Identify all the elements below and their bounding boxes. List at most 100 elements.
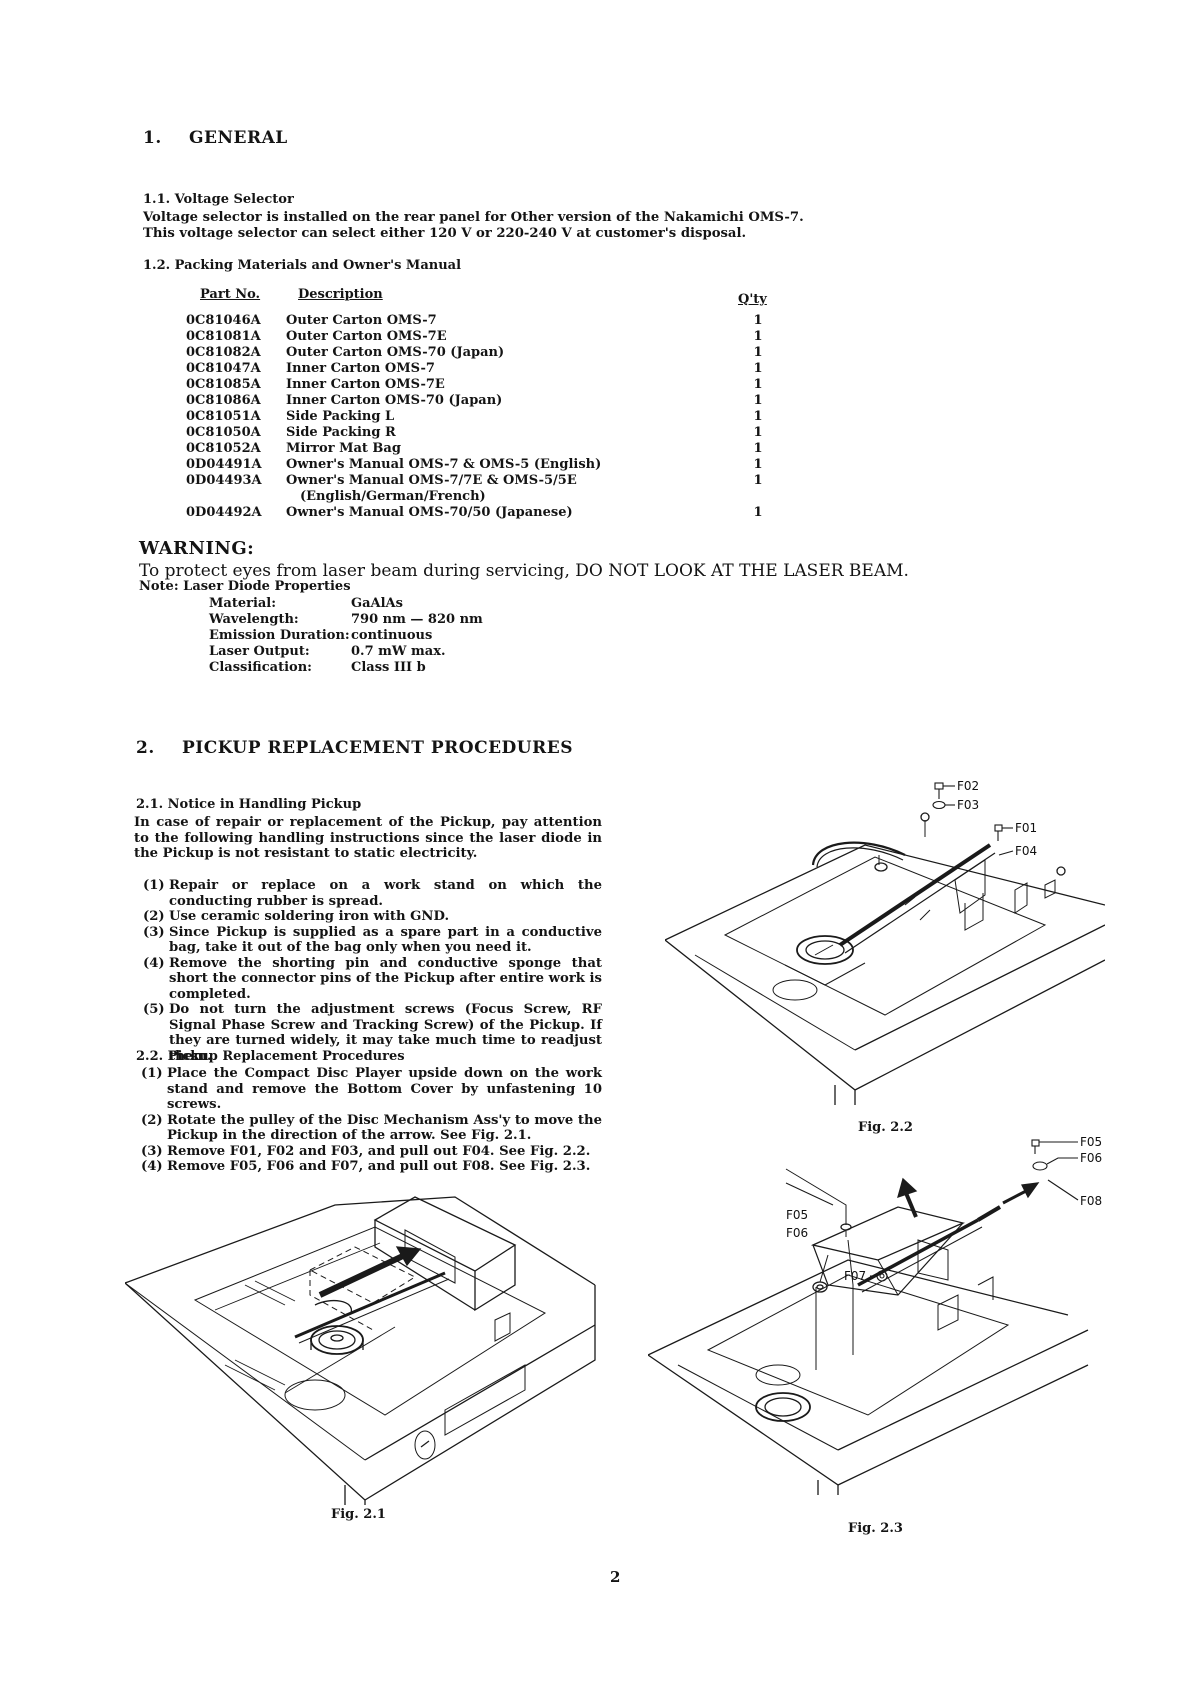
item-number: (1) (141, 1066, 163, 1081)
property-key: Classification: (209, 659, 312, 675)
qty-cell: 1 (753, 313, 763, 328)
item-number: (2) (143, 909, 165, 924)
qty-cell: 1 (753, 505, 763, 520)
laser-property-row: Laser Output:0.7 mW max. (209, 643, 483, 659)
list-item: (1) Place the Compact Disc Player upside … (141, 1066, 602, 1113)
part-no-cell: 0D04493A (186, 473, 262, 488)
item-text: Remove F01, F02 and F03, and pull out F0… (167, 1143, 591, 1159)
voltage-selector-text: Voltage selector is installed on the rea… (143, 210, 963, 241)
part-no-cell: 0C81081A (186, 329, 261, 344)
list-item: (2) Use ceramic soldering iron with GND. (143, 909, 602, 925)
notice-list: (1)Repair or replace on a work stand on … (143, 878, 602, 1064)
property-key: Material: (209, 595, 277, 611)
voltage-line-1: Voltage selector is installed on the rea… (143, 210, 804, 225)
label-f02: F02 (957, 779, 979, 793)
note-label: Note: (139, 579, 179, 594)
label-f03: F03 (957, 798, 979, 812)
laser-note: Note: Laser Diode Properties (139, 579, 351, 594)
laser-property-row: Material:GaAlAs (209, 595, 483, 611)
notice-intro: In case of repair or replacement of the … (134, 815, 602, 861)
list-item: (4)Remove the shorting pin and conductiv… (143, 956, 602, 1003)
warning-text: To protect eyes from laser beam during s… (139, 561, 909, 581)
figure-2-2: F02 F03 F01 F04 Fig. 2.2 (665, 779, 1105, 1135)
item-number: (2) (141, 1112, 163, 1128)
description-cell: Outer Carton OMS-70 (Japan) (286, 345, 505, 360)
label-f04: F04 (1015, 844, 1037, 858)
fig-2-3-labels: F05 F06 F08 F05 F06 F07 (786, 1135, 1102, 1283)
col-qty: Q'ty (738, 292, 767, 307)
laser-property-row: Emission Duration:continuous (209, 627, 483, 643)
item-text: Since Pickup is supplied as a spare part… (169, 924, 602, 956)
qty-cell: 1 (753, 393, 763, 408)
qty-cell: 1 (753, 409, 763, 424)
qty-cell: 1 (753, 361, 763, 376)
label-f05-left: F05 (786, 1208, 808, 1222)
col-part-no: Part No. (200, 287, 261, 302)
qty-cell: 1 (753, 457, 763, 472)
description-cell: Owner's Manual OMS-70/50 (Japanese) (286, 505, 573, 520)
property-key: Emission Duration: (209, 627, 350, 643)
item-number: (4) (141, 1159, 163, 1174)
item-number: (3) (143, 924, 165, 940)
laser-property-row: Wavelength:790 nm — 820 nm (209, 611, 483, 627)
part-no-cell: 0D04491A (186, 457, 262, 472)
part-no-cell: 0D04492A (186, 505, 262, 520)
item-text: Rotate the pulley of the Disc Mechanism … (167, 1112, 602, 1144)
qty-cell: 1 (753, 329, 763, 344)
caption-fig-2-2: Fig. 2.2 (858, 1120, 913, 1135)
property-value: continuous (351, 627, 433, 643)
list-item: (3)Since Pickup is supplied as a spare p… (143, 925, 602, 956)
item-number: (3) (141, 1143, 163, 1159)
label-f06-left: F06 (786, 1226, 808, 1240)
item-text: Place the Compact Disc Player upside dow… (167, 1066, 602, 1112)
description-cell: Owner's Manual OMS-7/7E & OMS-5/5E (286, 473, 577, 488)
part-no-cell: 0C81047A (186, 361, 261, 376)
property-key: Wavelength: (209, 611, 299, 627)
qty-cell: 1 (753, 441, 763, 456)
part-no-cell: 0C81051A (186, 409, 261, 424)
packing-heading: 1.2. Packing Materials and Owner's Manua… (143, 258, 462, 273)
qty-cell (738, 489, 778, 505)
col-description: Description (298, 287, 383, 302)
item-text: Do not turn the adjustment screws (Focus… (169, 1002, 602, 1064)
procedures-heading: 2.2. Pickup Replacement Procedures (136, 1049, 405, 1064)
label-f01: F01 (1015, 821, 1037, 835)
warning-title: WARNING: (139, 538, 255, 559)
label-f06-top: F06 (1080, 1151, 1102, 1165)
item-number: (5) (143, 1002, 165, 1017)
pickup-mechanism-drawing-fig-2-1 (125, 1196, 596, 1505)
page-number: 2 (610, 1568, 621, 1586)
part-no-cell: 0C81082A (186, 345, 261, 360)
list-item: (1)Repair or replace on a work stand on … (143, 878, 602, 909)
part-no-cell: 0C81046A (186, 313, 261, 328)
item-text: Use ceramic soldering iron with GND. (169, 909, 450, 924)
section-1-title: GENERAL (189, 128, 288, 148)
part-no-cell (186, 489, 276, 505)
part-no-cell: 0C81086A (186, 393, 261, 408)
property-value: Class III b (351, 659, 426, 675)
list-item: (3)Remove F01, F02 and F03, and pull out… (141, 1144, 602, 1160)
part-no-cell: 0C81050A (186, 425, 261, 440)
section-1-heading: 1. GENERAL (143, 128, 288, 148)
label-f08: F08 (1080, 1194, 1102, 1208)
packing-table-header: Part No. Description Q'ty (186, 282, 778, 313)
caption-fig-2-1: Fig. 2.1 (331, 1507, 386, 1522)
section-1-number: 1. (143, 128, 162, 148)
item-text: Repair or replace on a work stand on whi… (169, 878, 602, 909)
laser-property-row: Classification: Class III b (209, 659, 483, 675)
packing-row: 0C81047A Inner Carton OMS-7 1 (186, 361, 778, 377)
procedures-list: (1) Place the Compact Disc Player upside … (141, 1066, 602, 1175)
item-text: Remove the shorting pin and conductive s… (169, 955, 602, 1002)
description-cell: Inner Carton OMS-7 (286, 361, 435, 376)
